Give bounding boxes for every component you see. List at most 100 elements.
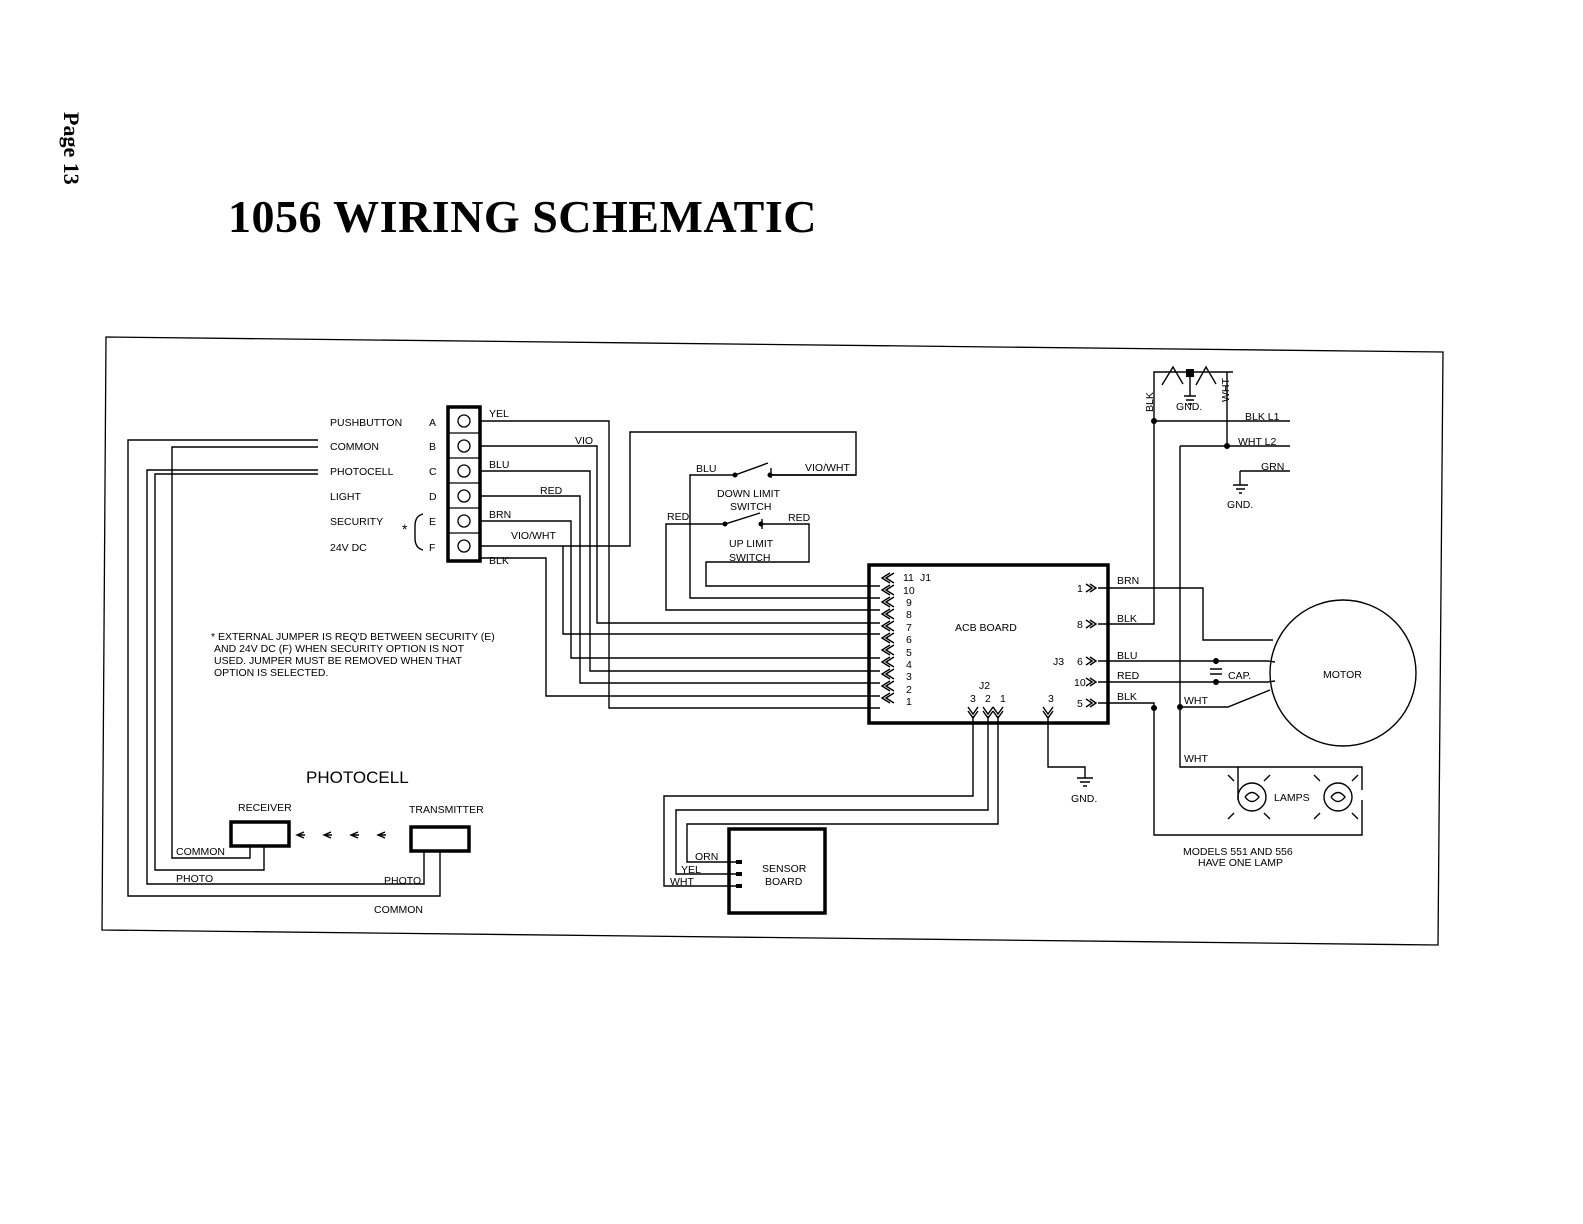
transmitter-photo-label: PHOTO (384, 875, 421, 887)
sensor-wire-yel: YEL (681, 864, 701, 876)
wire-label-blu: BLU (489, 459, 509, 471)
beam-arrows (295, 831, 386, 839)
j1-pin: 4 (906, 659, 912, 671)
terminal-letter-f: F (429, 542, 435, 554)
j1-connector-marks (880, 572, 895, 704)
j1-pin: 2 (906, 684, 912, 696)
acb-board: ACB BOARD J1 11 10 9 8 7 6 5 4 3 2 1 (867, 563, 1110, 725)
j3-connector-marks (1085, 583, 1098, 708)
lamps-label: LAMPS (1274, 792, 1310, 804)
j2-extra-pin: 3 (1048, 693, 1054, 705)
j2-ground-label: GND. (1071, 793, 1097, 805)
sensor-board-label-1: SENSOR (762, 863, 807, 875)
limit-switch-wires (665, 474, 880, 611)
j3-wire-label: RED (1117, 670, 1140, 682)
wire-label-brn: BRN (489, 509, 511, 521)
transmitter-label: TRANSMITTER (409, 804, 484, 816)
j1-pin: 11 (903, 572, 914, 584)
line-2-label: WHT L2 (1238, 436, 1276, 448)
receiver-photo-label: PHOTO (176, 873, 213, 885)
j1-pin: 1 (906, 696, 912, 708)
power-blk-label: BLK (1144, 392, 1156, 412)
j1-pin: 7 (906, 622, 912, 634)
j1-pins: 11 10 9 8 7 6 5 4 3 2 1 (903, 572, 915, 708)
up-switch-label-1: UP LIMIT (729, 538, 774, 550)
j3-pin: 8 (1077, 619, 1083, 631)
j2-connector-marks (967, 706, 1054, 720)
terminal-letter-c: C (429, 466, 437, 478)
terminal-name-c: PHOTOCELL (330, 466, 394, 478)
ground-label: GND. (1227, 499, 1253, 511)
j1-label: J1 (920, 572, 931, 584)
j3-wire-label: BRN (1117, 575, 1139, 587)
wire-label-yel: YEL (489, 408, 509, 420)
sensor-wire-wht: WHT (670, 876, 694, 888)
ground-wire-label: GRN (1261, 461, 1284, 473)
down-switch-left-wire: BLU (696, 463, 716, 475)
j3-pin: 1 (1077, 583, 1083, 595)
terminal-strip: PUSHBUTTON COMMON PHOTOCELL LIGHT SECURI… (330, 405, 593, 567)
sensor-wire-orn: ORN (695, 851, 718, 863)
j3-pin: 6 (1077, 656, 1083, 668)
power-gnd-label: GND. (1176, 401, 1202, 413)
diagram-frame (101, 336, 1444, 946)
up-switch-right-wire: RED (788, 512, 811, 524)
acb-board-label: ACB BOARD (955, 622, 1017, 634)
up-limit-switch: RED RED UP LIMIT SWITCH (667, 511, 880, 587)
transmitter-common-label: COMMON (374, 904, 423, 916)
sensor-board-label-2: BOARD (765, 876, 803, 888)
terminal-name-a: PUSHBUTTON (330, 417, 402, 429)
up-switch-left-wire: RED (667, 511, 690, 523)
terminal-e (457, 514, 471, 528)
terminal-f (457, 539, 471, 553)
security-bracket (414, 513, 424, 551)
j1-pin: 8 (906, 609, 912, 621)
lamp-2 (1323, 782, 1353, 812)
j3-wire-label: BLK (1117, 691, 1137, 703)
j1-pin: 5 (906, 647, 912, 659)
terminal-name-b: COMMON (330, 441, 379, 453)
terminal-letter-a: A (429, 417, 436, 429)
asterisk-mark: * (402, 521, 408, 537)
terminal-name-d: LIGHT (330, 491, 362, 503)
wire-label-red: RED (540, 485, 563, 497)
sensor-board-outline (727, 827, 827, 915)
note-line: OPTION IS SELECTED. (214, 667, 328, 679)
terminal-letter-b: B (429, 441, 436, 453)
terminal-name-f: 24V DC (330, 542, 367, 554)
power-input: BLK WHT GND. BLK L1 WHT L2 GRN GND. (1144, 365, 1290, 707)
down-limit-switch: BLU VIO/WHT DOWN LIMIT SWITCH (696, 462, 850, 513)
wire-label-vio-wht: VIO/WHT (511, 530, 556, 542)
j3-wire-label: BLK (1117, 613, 1137, 625)
sensor-board: SENSOR BOARD ORN YEL WHT (663, 716, 999, 915)
motor-label: MOTOR (1323, 669, 1362, 681)
up-switch-label-2: SWITCH (729, 552, 770, 564)
line-1-label: BLK L1 (1245, 411, 1280, 423)
motor-circle (1269, 599, 1417, 747)
j1-pin: 6 (906, 634, 912, 646)
receiver-common-label: COMMON (176, 846, 225, 858)
terminal-letter-e: E (429, 516, 436, 528)
j2-pin: 3 (970, 693, 976, 705)
j2-label: J2 (979, 680, 990, 692)
terminal-d (457, 489, 471, 503)
page-title: 1056 WIRING SCHEMATIC (228, 191, 817, 242)
capacitor-label: CAP. (1228, 670, 1251, 682)
j2-ground: GND. (1047, 716, 1097, 805)
down-switch-right-wire: VIO/WHT (805, 462, 850, 474)
j2-pin: 2 (985, 693, 991, 705)
j2-pin: 1 (1000, 693, 1006, 705)
motor: MOTOR CAP. (1210, 599, 1417, 747)
terminal-a (457, 414, 471, 428)
wire-label-vio: VIO (575, 435, 593, 447)
terminal-to-j1-wires (480, 420, 880, 709)
lamps-note-2: HAVE ONE LAMP (1198, 857, 1283, 869)
terminal-letter-d: D (429, 491, 437, 503)
j1-pin: 9 (906, 597, 912, 609)
j3-pin: 5 (1077, 698, 1083, 710)
motor-wht-1: WHT (1184, 695, 1208, 707)
lamps: LAMPS MODELS 551 AND 556 HAVE ONE LAMP (1183, 766, 1363, 869)
note-line: USED. JUMPER MUST BE REMOVED WHEN THAT (214, 655, 463, 667)
j1-pin: 3 (906, 671, 912, 683)
j3-pin: 10 (1074, 677, 1086, 689)
